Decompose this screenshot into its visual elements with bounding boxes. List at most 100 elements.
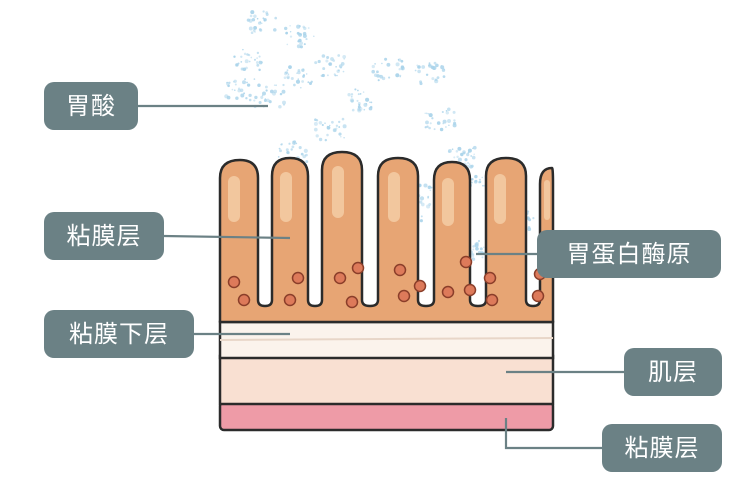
acid-particle [332, 59, 336, 62]
acid-particle [419, 200, 423, 204]
acid-particle [248, 93, 252, 98]
acid-particle [248, 26, 253, 31]
acid-particle [299, 41, 303, 46]
acid-particle [247, 53, 251, 57]
acid-particle [296, 72, 298, 74]
acid-particle [350, 99, 354, 103]
acid-particle [440, 64, 443, 67]
acid-particle [452, 123, 457, 128]
acid-particle [342, 70, 345, 73]
gland-dot [333, 271, 347, 285]
leader-serosa [504, 418, 602, 450]
acid-particle [253, 99, 256, 102]
acid-particle [265, 89, 268, 92]
acid-particle [288, 142, 291, 145]
acid-particle [322, 67, 326, 71]
acid-particle [307, 27, 310, 29]
acid-particle [326, 133, 329, 137]
acid-particle [379, 74, 384, 79]
acid-particle [442, 75, 446, 78]
acid-particle [283, 76, 287, 80]
acid-particle [342, 54, 347, 59]
acid-particle [252, 29, 256, 32]
acid-particle [257, 21, 262, 25]
acid-particle [336, 74, 338, 77]
acid-particle [235, 63, 239, 67]
acid-particle [296, 24, 301, 29]
acid-particle [424, 126, 427, 129]
acid-particle [472, 145, 477, 150]
acid-particle [321, 54, 326, 58]
acid-particle [282, 83, 285, 87]
acid-particle [281, 89, 286, 94]
acid-particle [398, 67, 401, 71]
acid-particle [246, 18, 251, 22]
acid-particle [342, 124, 347, 129]
acid-particle [235, 96, 239, 100]
acid-particle [419, 184, 422, 186]
gastric-acid-particles [224, 10, 535, 261]
acid-particle [253, 78, 256, 80]
acid-particle [297, 70, 301, 75]
acid-particle [307, 81, 310, 84]
acid-particle [245, 66, 248, 70]
acid-particle [338, 120, 341, 124]
acid-particle [419, 219, 423, 223]
acid-particle [527, 225, 531, 229]
acid-particle [258, 68, 261, 72]
acid-particle [357, 107, 361, 112]
acid-particle [462, 150, 466, 154]
acid-particle [479, 247, 483, 251]
acid-particle [471, 181, 473, 184]
acid-particle [324, 138, 328, 142]
acid-particle [439, 127, 444, 132]
acid-particle [257, 83, 261, 88]
acid-particle [250, 31, 254, 35]
acid-particle [419, 82, 423, 86]
acid-particle [317, 59, 321, 64]
acid-particle [357, 101, 361, 105]
acid-particle [251, 18, 256, 22]
acid-particle [453, 156, 456, 159]
acid-particle [301, 80, 304, 83]
acid-particle [475, 246, 479, 251]
acid-particle [249, 14, 253, 18]
acid-particle [455, 150, 459, 153]
serosa-label: 粘膜层 [602, 424, 722, 472]
acid-particle [453, 119, 456, 122]
muscularis-layer [218, 354, 555, 406]
acid-particle [365, 97, 370, 102]
acid-particle [325, 59, 329, 63]
acid-particle [231, 88, 234, 91]
acid-particle [427, 185, 432, 190]
acid-particle [256, 51, 260, 55]
acid-particle [260, 22, 263, 25]
acid-particle [373, 73, 378, 78]
muscularis-label: 肌层 [624, 348, 722, 396]
acid-particle [301, 68, 305, 72]
acid-particle [263, 19, 266, 22]
acid-particle [354, 88, 357, 91]
acid-particle [315, 119, 319, 122]
acid-particle [286, 43, 289, 46]
acid-particle [429, 189, 432, 192]
acid-particle [376, 71, 379, 74]
acid-particle [356, 99, 359, 102]
acid-particle [343, 137, 345, 139]
acid-particle [243, 52, 247, 56]
acid-particle [269, 89, 274, 94]
acid-particle [447, 107, 451, 112]
gland-dot [397, 289, 411, 303]
acid-particle [285, 148, 289, 152]
acid-particle [441, 68, 446, 72]
acid-particle [273, 28, 277, 32]
acid-particle [280, 143, 283, 146]
acid-particle [457, 146, 462, 151]
acid-particle [420, 215, 423, 218]
acid-particle [350, 95, 353, 98]
acid-particle [386, 62, 391, 67]
acid-particle [436, 76, 440, 79]
acid-particle [273, 89, 278, 94]
acid-particle [445, 111, 449, 115]
acid-particle [337, 54, 341, 57]
